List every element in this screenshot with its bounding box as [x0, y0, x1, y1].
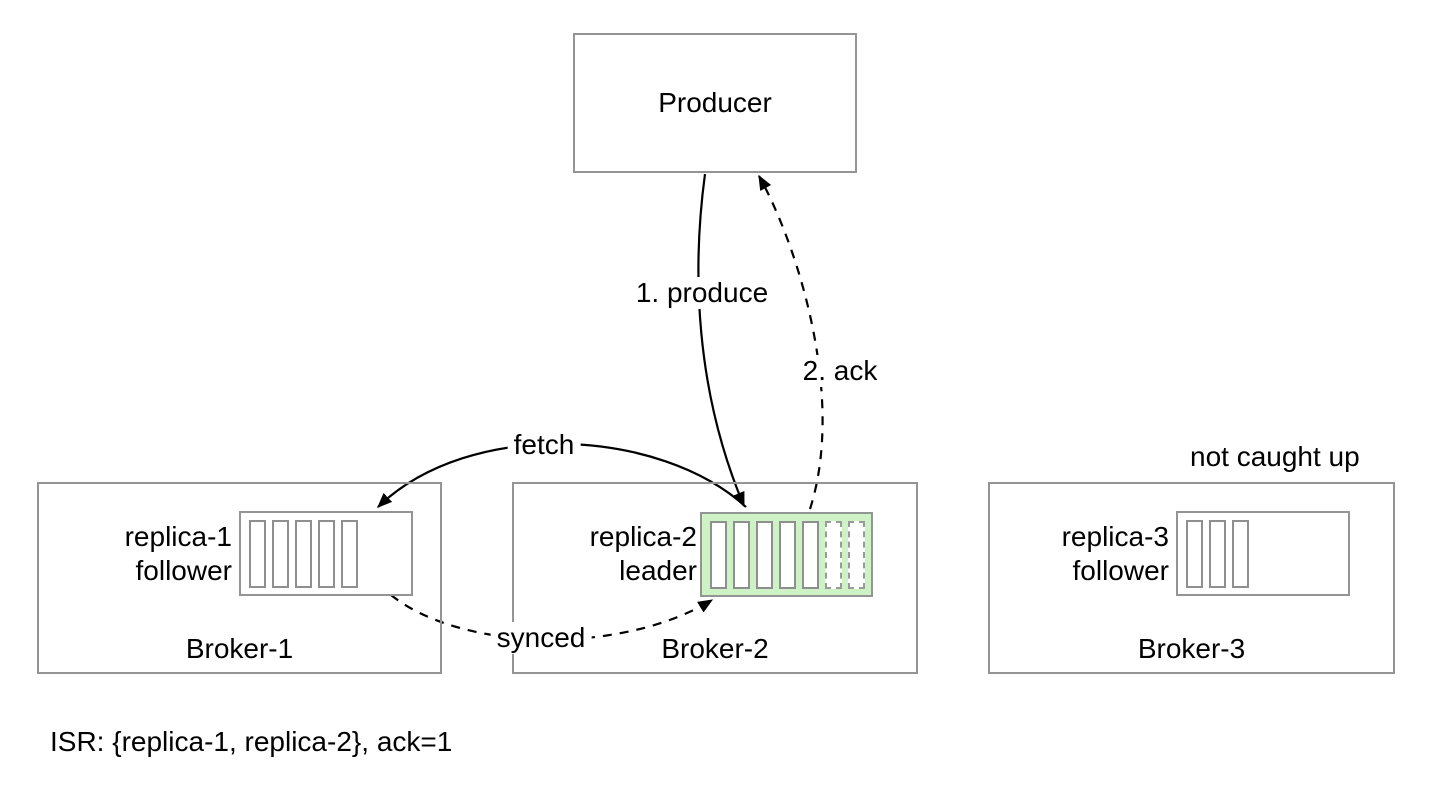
broker-2-node [512, 482, 918, 674]
produce-arrow [697, 173, 746, 508]
synced-edge-label: synced [490, 622, 592, 654]
replica-2-label: replica-2 leader [505, 520, 697, 588]
replica-1-role: follower [135, 555, 232, 586]
replica-1-log [239, 511, 413, 596]
producer-label: Producer [658, 87, 772, 118]
replica-3-label: replica-3 follower [977, 520, 1169, 588]
replica-1-name: replica-1 [124, 521, 232, 552]
broker-1-node [37, 482, 442, 674]
replica-3-log [1176, 511, 1350, 596]
log-segment [710, 520, 727, 589]
not-caught-up-annotation: not caught up [1190, 441, 1360, 472]
log-segment [802, 520, 819, 589]
replica-3-name: replica-3 [1061, 521, 1169, 552]
broker-2-name: Broker-2 [661, 633, 769, 664]
ack-edge-label: 2. ack [796, 355, 884, 387]
log-segment [272, 519, 289, 588]
replica-2-role: leader [619, 555, 697, 586]
log-segment-pending [825, 520, 842, 589]
replica-1-label: replica-1 follower [40, 520, 232, 588]
broker-3-node [988, 482, 1395, 674]
broker-3-name: Broker-3 [1137, 633, 1246, 664]
log-segment [249, 519, 266, 588]
isr-annotation: ISR: {replica-1, replica-2}, ack=1 [50, 726, 453, 757]
replica-2-log [700, 512, 873, 597]
log-segment [756, 520, 773, 589]
synced-arrow [390, 594, 714, 641]
fetch-edge-label: fetch [507, 429, 581, 461]
log-segment [295, 519, 312, 588]
log-segment [341, 519, 358, 588]
producer-node: Producer [573, 33, 857, 173]
log-segment-pending [848, 520, 865, 589]
log-segment [1186, 519, 1203, 588]
broker-1-name: Broker-1 [185, 633, 294, 664]
log-segment [733, 520, 750, 589]
ack-arrow [758, 174, 824, 510]
replica-2-name: replica-2 [589, 521, 697, 552]
replica-3-role: follower [1072, 555, 1169, 586]
produce-edge-label: 1. produce [629, 277, 775, 309]
log-segment [1209, 519, 1226, 588]
log-segment [1232, 519, 1249, 588]
log-segment [779, 520, 796, 589]
log-segment [318, 519, 335, 588]
